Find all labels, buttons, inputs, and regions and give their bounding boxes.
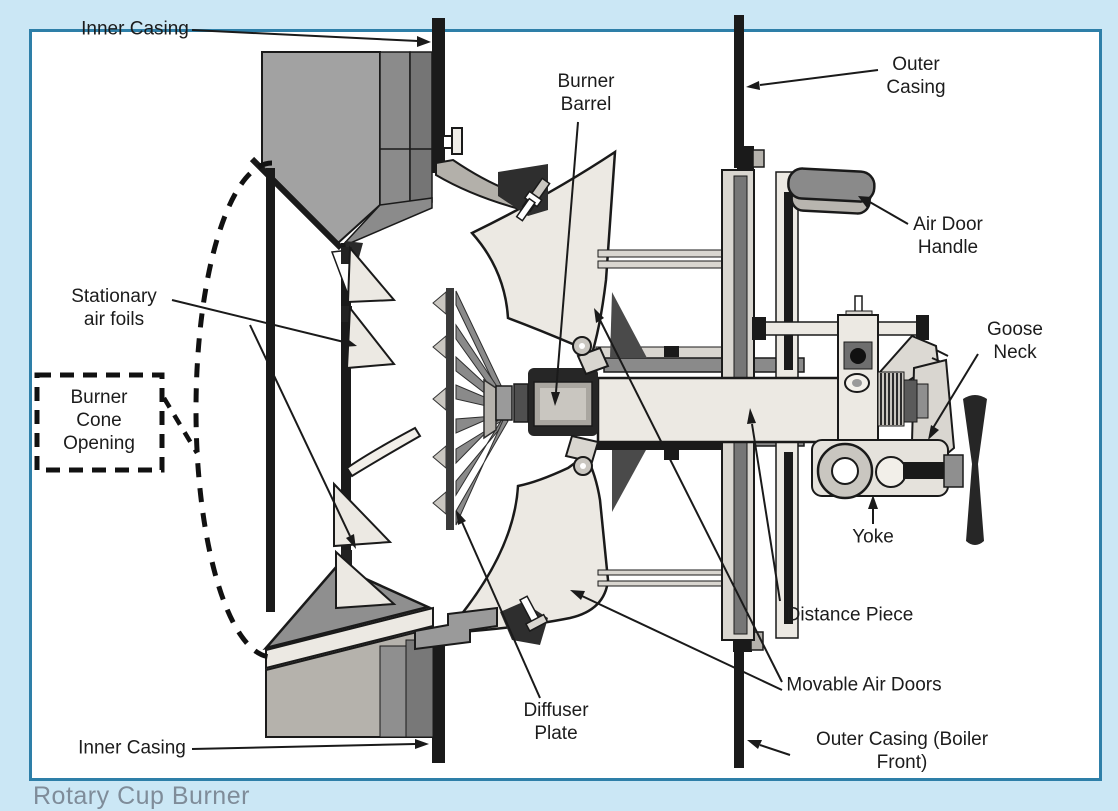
fuel-unit: [752, 295, 987, 545]
top-register-collar: [435, 158, 551, 222]
label-outer-casing-top: Outer Casing: [886, 53, 946, 98]
label-burner-cone-opening: Burner Cone Opening: [63, 387, 135, 455]
outer-casing-top-bar: [734, 15, 765, 172]
leader-burner-barrel: [551, 121, 579, 406]
air-door-handle-shape: [787, 167, 876, 215]
leader-stationary-air-foils-upper: [171, 299, 357, 347]
rotary-cup: [495, 368, 598, 436]
leader-stationary-air-foils-lower: [249, 324, 356, 549]
label-distance-piece: Distance Piece: [786, 604, 914, 626]
air-door-pivot-links: [564, 336, 610, 476]
inner-casing-top-bar: [432, 18, 463, 173]
label-stationary-air-foils: Stationary air foils: [71, 285, 157, 330]
leader-outer-casing-boiler-front: [747, 740, 791, 756]
label-diffuser-plate: Diffuser Plate: [523, 699, 589, 744]
inner-casing-bottom-bar: [432, 642, 445, 763]
leader-goose-neck: [928, 353, 979, 440]
label-inner-casing-bottom: Inner Casing: [78, 737, 186, 759]
label-outer-casing-boiler-front: Outer Casing (Boiler Front): [815, 728, 989, 773]
leader-diffuser-plate: [456, 510, 541, 699]
leader-air-door-handle: [858, 196, 909, 225]
label-yoke: Yoke: [852, 526, 894, 548]
label-movable-air-doors: Movable Air Doors: [786, 674, 942, 696]
burner-cone-opening-outline: [34, 160, 273, 660]
leader-inner-casing-bottom: [191, 739, 429, 750]
label-inner-casing-top: Inner Casing: [81, 18, 189, 40]
label-air-door-handle: Air Door Handle: [913, 213, 983, 258]
diffuser-plate-shape: [432, 288, 510, 530]
label-burner-barrel: Burner Barrel: [557, 70, 615, 115]
handwheel: [963, 395, 987, 545]
leader-yoke: [868, 495, 878, 524]
leader-movable-air-doors-lower: [570, 590, 783, 691]
leader-movable-air-doors-upper: [594, 308, 783, 683]
leader-distance-piece: [747, 408, 781, 602]
figure-caption: Rotary Cup Burner: [33, 782, 250, 810]
burner-barrel-shape: [596, 376, 848, 444]
leader-outer-casing-top: [746, 69, 879, 90]
top-air-hopper: [249, 51, 433, 251]
leader-inner-casing-top: [191, 29, 431, 47]
burner-front-wall: [266, 168, 275, 612]
label-goose-neck: Goose Neck: [987, 318, 1043, 363]
